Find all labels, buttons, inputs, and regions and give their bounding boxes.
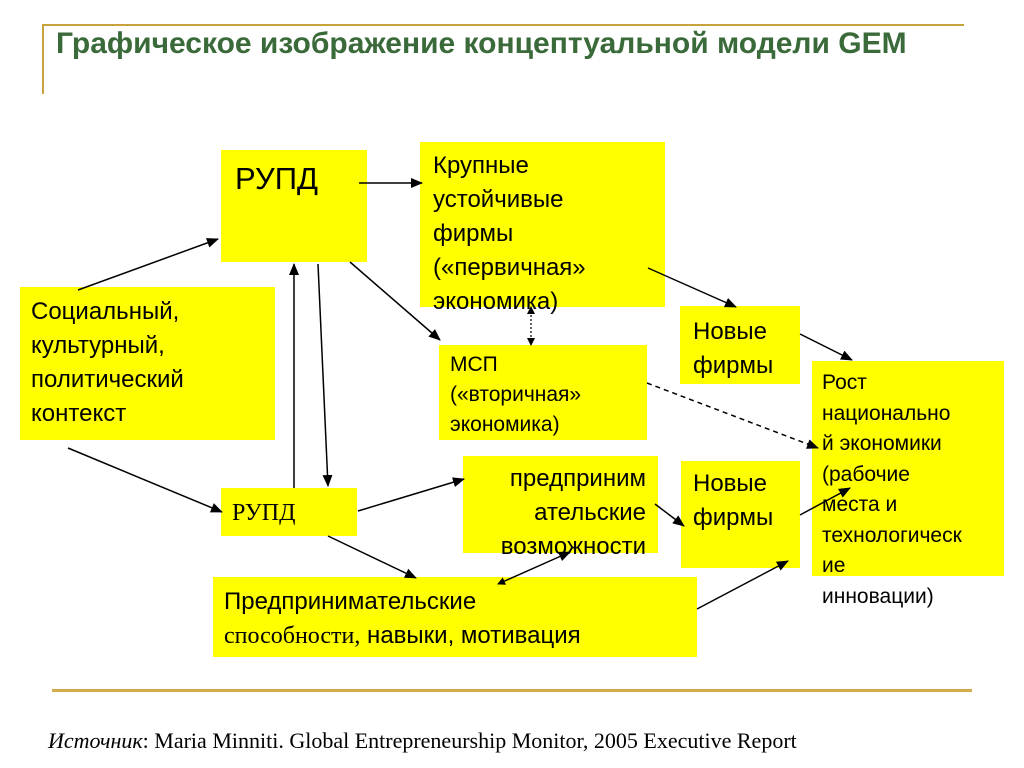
rupd-bottom-label: РУПД	[232, 500, 296, 526]
arrow-opportunities-to-new-firms	[654, 503, 685, 527]
arrow-capabilities-opportunities	[497, 551, 571, 585]
rupd-top-label: РУПД	[235, 161, 318, 196]
box-capabilities	[213, 577, 697, 657]
new-firms-bottom-text: Новые фирмы	[693, 470, 774, 531]
box-rupd-top	[221, 150, 367, 262]
box-msp	[439, 345, 647, 440]
arrow-social-to-rupd-bottom	[67, 447, 223, 513]
box-opportunities	[463, 456, 658, 553]
arrow-large-firms-to-new-firms	[647, 267, 737, 308]
arrow-capabilities-to-new-firms	[696, 560, 789, 610]
arrow-msp-to-growth-dashed	[646, 382, 819, 449]
page-title: Графическое изображение концептуальной м…	[56, 27, 907, 60]
box-growth	[812, 361, 1004, 576]
arrow-rupd-bottom-to-capabilities	[327, 535, 417, 579]
capabilities-text: Предпринимательские способности, навыки,…	[224, 588, 581, 649]
arrow-social-to-rupd-top	[77, 238, 219, 291]
large-firms-text: Крупные устойчивые фирмы («первичная» эк…	[433, 152, 586, 315]
source-text: : Maria Minniti. Global Entrepreneurship…	[142, 728, 797, 753]
social-context-text: Социальный, культурный, политический кон…	[31, 298, 184, 427]
arrow-new-firms-to-growth-bottom	[799, 487, 851, 516]
arrow-rupd-top-to-msp	[349, 261, 441, 341]
new-firms-top-text: Новые фирмы	[693, 318, 774, 379]
growth-text: Рост национально й экономики (рабочие ме…	[822, 371, 962, 608]
box-large-firms	[420, 142, 665, 307]
arrow-rupd-top-to-rupd-bottom	[317, 263, 333, 487]
arrow-new-firms-to-growth	[799, 333, 853, 361]
source-citation: Источник: Maria Minniti. Global Entrepre…	[48, 728, 797, 754]
box-new-firms-bottom	[681, 461, 800, 568]
bottom-rule	[52, 689, 972, 692]
box-rupd-bottom	[221, 488, 357, 536]
top-rule	[42, 24, 964, 26]
msp-text: МСП («вторичная» экономика)	[450, 353, 582, 436]
source-label: Источник	[48, 728, 143, 753]
left-rule	[42, 24, 44, 94]
box-new-firms-top	[680, 306, 800, 384]
box-social-context	[20, 287, 275, 440]
arrow-rupd-bottom-to-opportunities	[357, 477, 465, 512]
